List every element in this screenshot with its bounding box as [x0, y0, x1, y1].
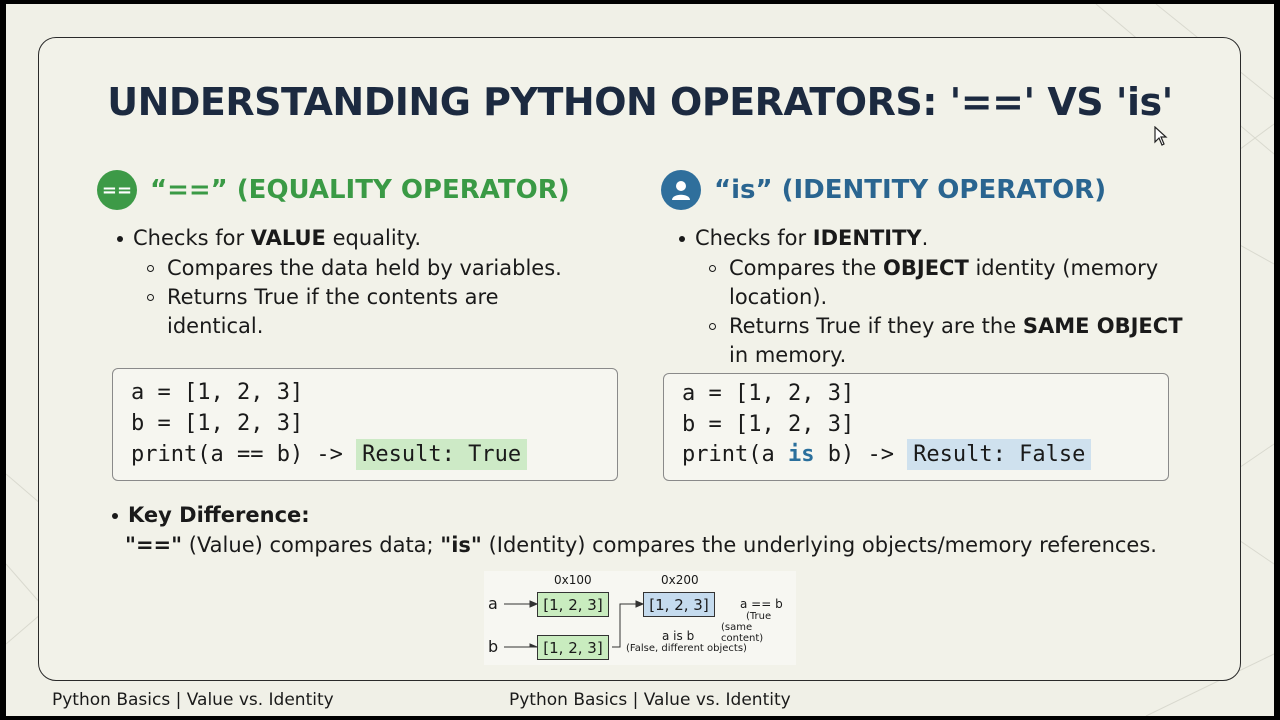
equality-heading: == “==” (EQUALITY OPERATOR)	[97, 170, 570, 210]
user-icon	[661, 170, 701, 210]
equality-heading-text: “==” (EQUALITY OPERATOR)	[150, 175, 570, 205]
key-difference-label: Key Difference:	[128, 503, 310, 527]
identity-bullet: Checks for IDENTITY.	[695, 226, 929, 250]
equality-sub2-line1: Returns True if the contents are	[167, 285, 499, 309]
code-line: a = [1, 2, 3]	[131, 380, 304, 405]
equality-bullet: Checks for VALUE equality.	[133, 226, 422, 250]
bullet-dot	[679, 236, 685, 242]
result-false: Result: False	[907, 439, 1092, 470]
result-true: Result: True	[356, 439, 528, 470]
identity-code-block: a = [1, 2, 3] b = [1, 2, 3] print(a is b…	[663, 373, 1169, 481]
sub-bullet	[147, 294, 154, 301]
code-line: a = [1, 2, 3]	[682, 381, 855, 406]
diagram-arrows	[504, 600, 645, 648]
equality-result-label: a == b	[740, 597, 783, 611]
equals-icon: ==	[97, 170, 137, 210]
memory-diagram: 0x100 0x200 a b [1, 2, 3] [1, 2, 3] [1, …	[484, 571, 796, 665]
variable-b: b	[488, 637, 499, 656]
sub-bullet	[709, 323, 716, 330]
equality-result-note: (True	[746, 611, 772, 622]
list-object-a: [1, 2, 3]	[537, 592, 609, 617]
slide-title: UNDERSTANDING PYTHON OPERATORS: '==' VS …	[107, 80, 1173, 124]
address-label: 0x200	[661, 573, 699, 587]
code-line: print(a == b) -> Result: True	[131, 439, 528, 470]
identity-sub2-line2: in memory.	[729, 343, 847, 367]
code-line: b = [1, 2, 3]	[131, 411, 304, 436]
code-line: b = [1, 2, 3]	[682, 412, 855, 437]
identity-sub1-line2: location).	[729, 285, 828, 309]
identity-sub1: Compares the OBJECT identity (memory	[729, 256, 1159, 280]
mouse-cursor-icon	[1154, 126, 1168, 146]
sub-bullet	[709, 265, 716, 272]
list-object-copy: [1, 2, 3]	[643, 592, 715, 617]
footer-center: Python Basics | Value vs. Identity	[509, 690, 791, 710]
footer-left: Python Basics | Value vs. Identity	[52, 690, 334, 710]
address-label: 0x100	[554, 573, 592, 587]
bullet-dot	[112, 513, 118, 519]
identity-result-note: (False, different objects)	[626, 643, 747, 654]
identity-heading: “is” (IDENTITY OPERATOR)	[661, 170, 1106, 210]
list-object-b: [1, 2, 3]	[537, 635, 609, 660]
identity-result-label: a is b	[662, 629, 695, 643]
equality-result-note: (same content)	[721, 622, 764, 644]
code-line: print(a is b) -> Result: False	[682, 439, 1092, 470]
identity-heading-text: “is” (IDENTITY OPERATOR)	[714, 175, 1107, 205]
equality-sub2-line2: identical.	[167, 314, 264, 338]
equality-sub1: Compares the data held by variables.	[167, 256, 562, 280]
key-difference-text: "==" (Value) compares data; "is" (Identi…	[125, 533, 1157, 557]
sub-bullet	[147, 265, 154, 272]
equality-code-block: a = [1, 2, 3] b = [1, 2, 3] print(a == b…	[112, 368, 618, 481]
identity-sub2: Returns True if they are the SAME OBJECT	[729, 314, 1183, 338]
variable-a: a	[488, 594, 498, 613]
bullet-dot	[117, 236, 123, 242]
